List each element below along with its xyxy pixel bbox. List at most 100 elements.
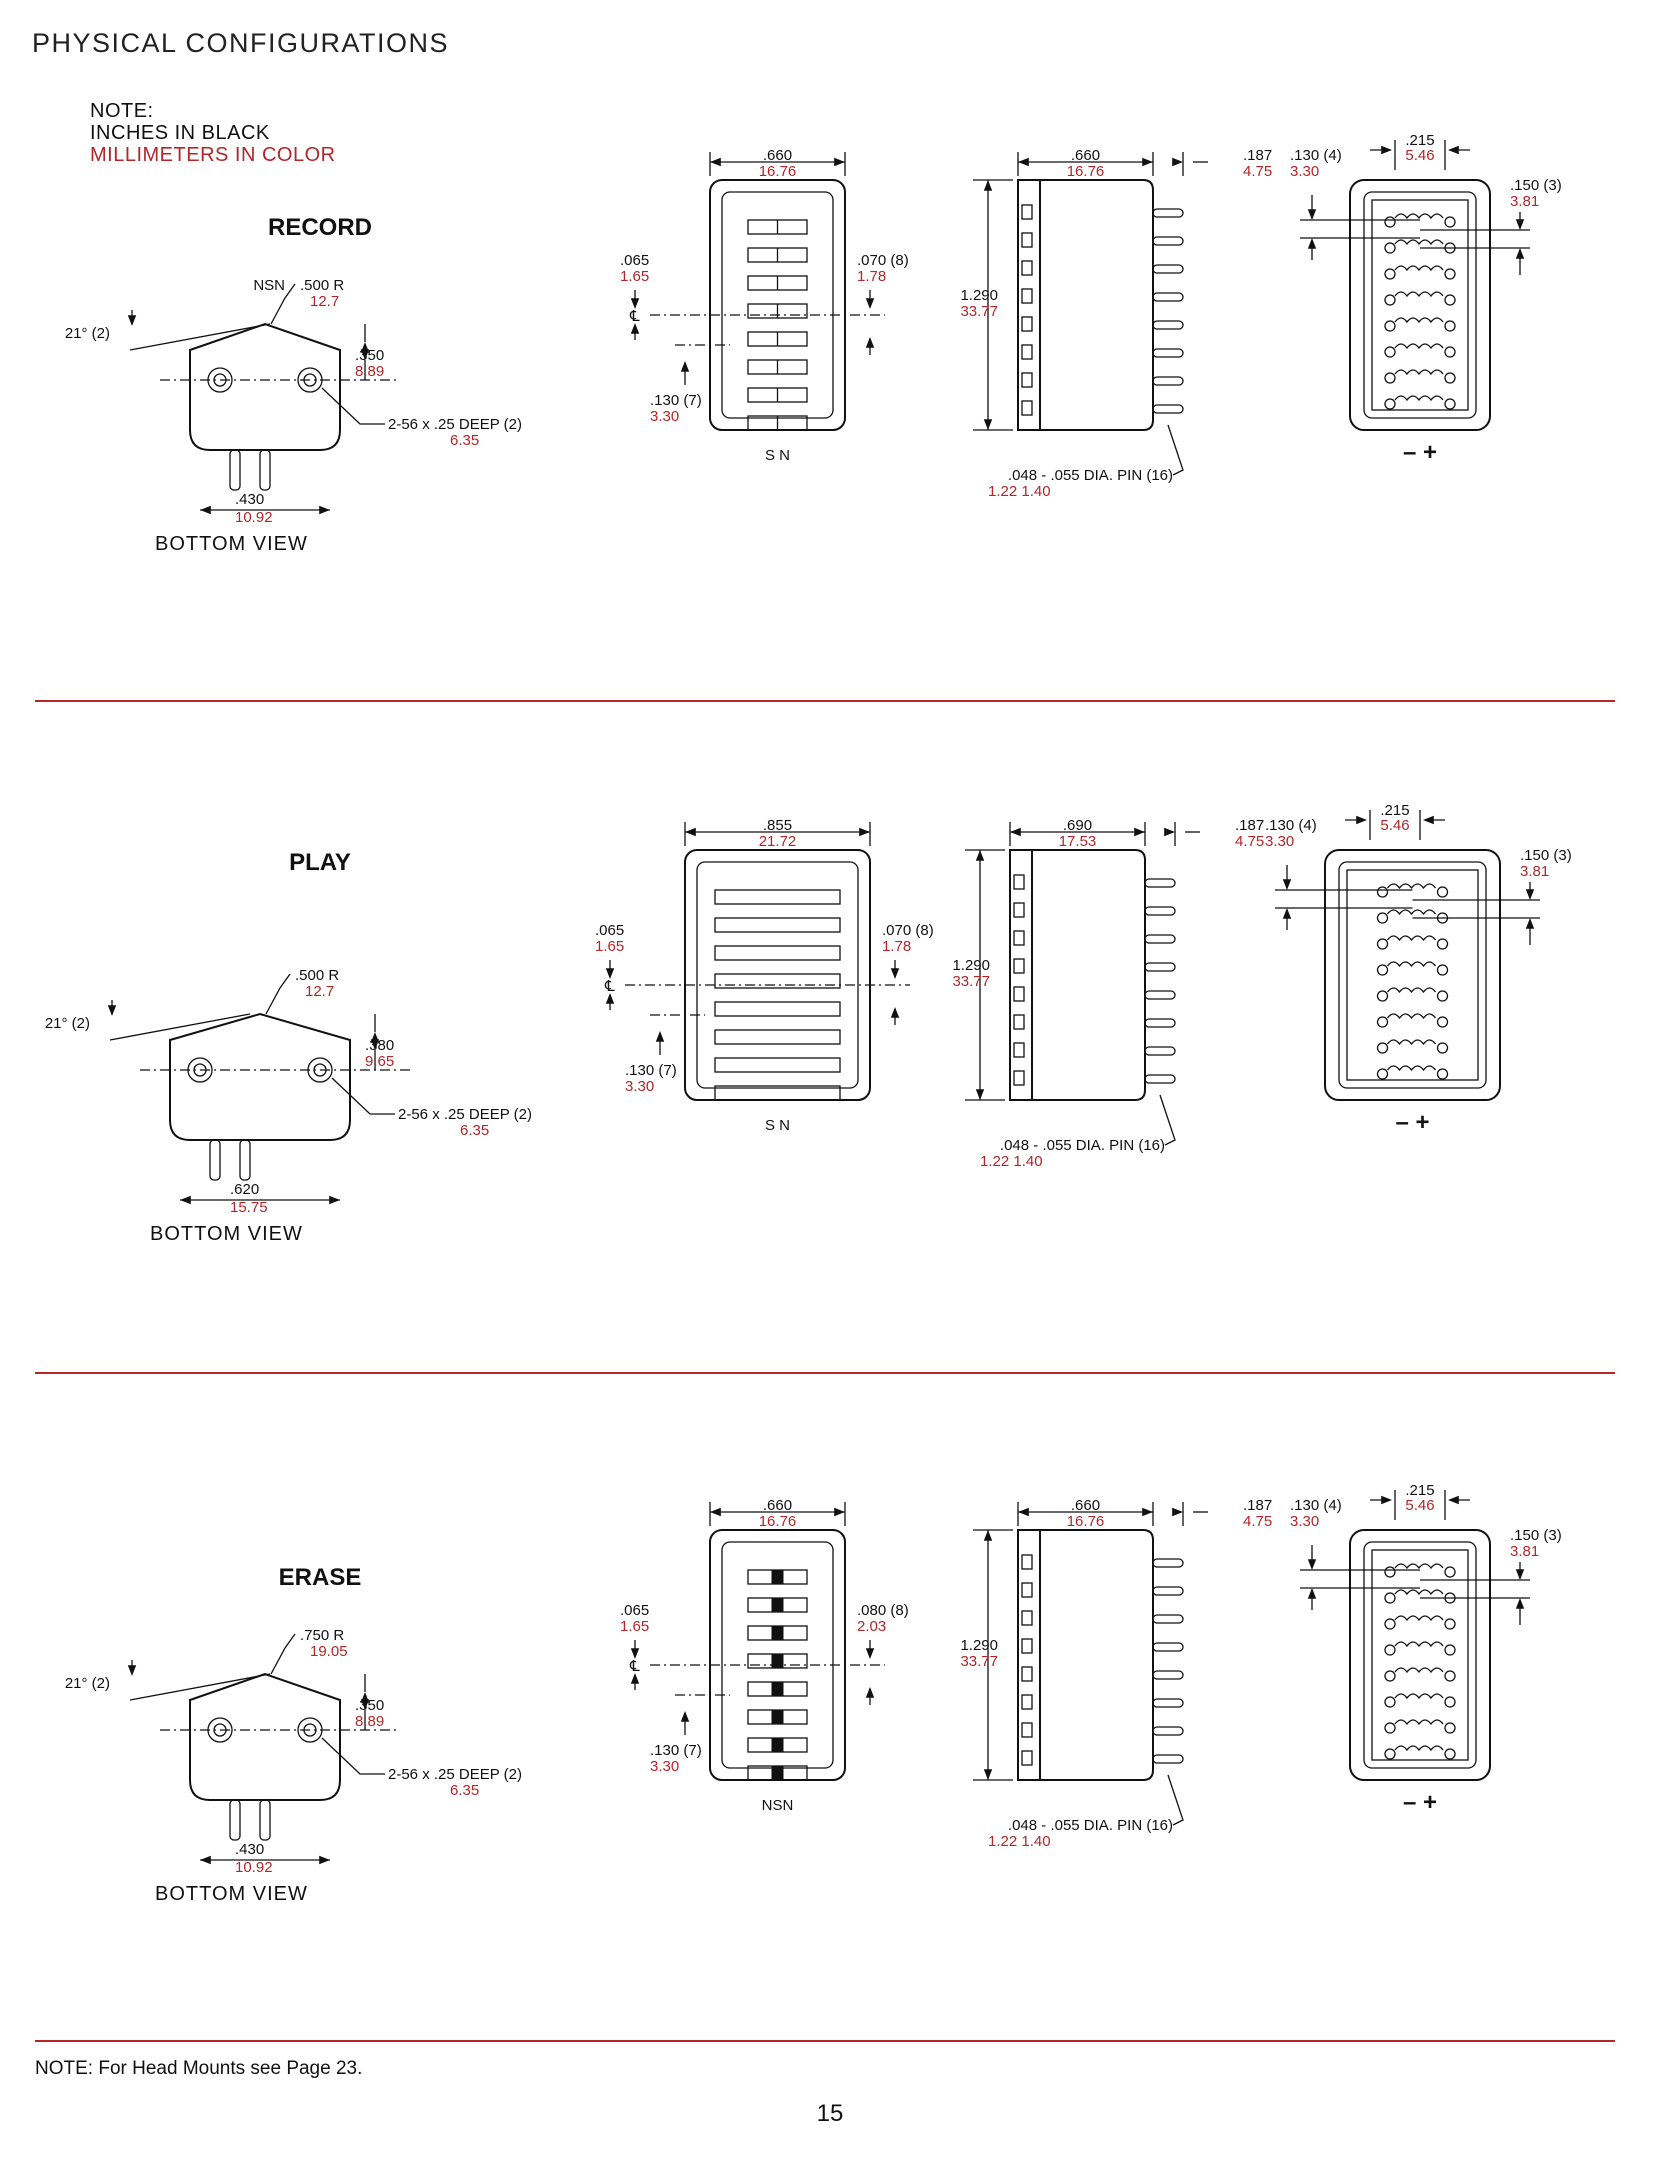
bottom-inches: .130 (7) [650, 1742, 702, 1759]
arrowhead [1018, 157, 1029, 167]
rear-a-mm: 3.30 [1290, 1513, 1319, 1530]
arrowhead [1172, 1507, 1183, 1517]
connector-pin [229, 1799, 241, 1841]
radius-mm: 12.7 [305, 983, 334, 1000]
coil-winding [1394, 343, 1444, 350]
coil-winding [1394, 395, 1444, 402]
arrowhead [1172, 157, 1183, 167]
arrowhead [605, 993, 615, 1004]
arrowhead [983, 1769, 993, 1780]
coil-winding [1394, 1589, 1444, 1596]
side-pin [1152, 264, 1184, 274]
side-pin [1144, 990, 1176, 1000]
left-mm: 1.65 [620, 1618, 649, 1635]
arrowhead [319, 1855, 330, 1865]
terminal [1384, 1748, 1396, 1760]
terminal [1384, 372, 1396, 384]
rear-inner [1338, 861, 1487, 1089]
terminal [1384, 268, 1396, 280]
coil-winding [1394, 1641, 1444, 1648]
connector-pin [239, 1139, 251, 1181]
angle-line [129, 323, 271, 351]
coil-winding [1386, 1039, 1437, 1046]
coil-winding [1386, 1013, 1437, 1020]
side-slot [1013, 1042, 1025, 1058]
arrowhead [975, 1089, 985, 1100]
terminal [1436, 990, 1449, 1002]
bottom-view-label: BOTTOM VIEW [155, 533, 308, 555]
radius-mm: 12.7 [310, 293, 339, 310]
arrowhead [865, 1648, 875, 1659]
side-slot [1021, 260, 1033, 276]
erase-gap [771, 1766, 784, 1780]
terminal [1376, 912, 1389, 924]
coil-winding [1394, 1745, 1444, 1752]
arrowhead [1515, 1598, 1525, 1609]
side-slot [1021, 1638, 1033, 1654]
height-mm: 8.89 [355, 363, 384, 380]
side-width-mm: 16.76 [1067, 1513, 1105, 1530]
side-slot [1013, 1070, 1025, 1086]
coil-winding [1394, 317, 1444, 324]
rear-c-inches: .150 (3) [1510, 1527, 1562, 1544]
erase-gap [771, 1710, 784, 1724]
divider-rule [35, 1372, 1615, 1374]
note-label: NOTE: [90, 100, 154, 122]
erase-gap [771, 1570, 784, 1584]
terminal [1444, 268, 1456, 280]
side-pin [1152, 1642, 1184, 1652]
side-slot [1021, 1610, 1033, 1626]
terminal [1384, 1592, 1396, 1604]
side-slot [1013, 930, 1025, 946]
height-mm: 8.89 [355, 1713, 384, 1730]
side-slot [1021, 316, 1033, 332]
erase-gap [771, 1598, 784, 1612]
arrowhead [1448, 145, 1459, 155]
right-inches: .070 (8) [857, 252, 909, 269]
terminal [1384, 1722, 1396, 1734]
radius-inches: .750 R [300, 1627, 344, 1644]
height-mm: 33.77 [960, 1653, 998, 1670]
front-width-mm: 16.76 [759, 163, 797, 180]
side-pin [1144, 906, 1176, 916]
centerline-symbol: ℄ [629, 308, 640, 325]
coil-winding [1394, 1719, 1444, 1726]
left-inches: .065 [620, 1602, 649, 1619]
coil-winding [1394, 1667, 1444, 1674]
arrowhead [983, 419, 993, 430]
tap-leader [321, 387, 385, 425]
coil-winding [1394, 239, 1444, 246]
arrowhead [975, 850, 985, 861]
case-outline [684, 849, 871, 1101]
track-slot [714, 945, 841, 961]
coil-winding [1386, 961, 1437, 968]
side-pin [1144, 878, 1176, 888]
terminal [1444, 1748, 1456, 1760]
bottom-mm: 3.30 [625, 1078, 654, 1095]
rear-terminal-block [1371, 1549, 1469, 1761]
arrowhead [1515, 1569, 1525, 1580]
erase-gap [771, 1654, 784, 1668]
tap-leader [321, 1737, 385, 1775]
terminal [1376, 964, 1389, 976]
left-mm: 1.65 [620, 268, 649, 285]
side-width-mm: 17.53 [1059, 833, 1097, 850]
pin-diameter-inches: .048 - .055 DIA. PIN (16) [1008, 1817, 1173, 1834]
divider-rule [35, 700, 1615, 702]
terminal [1436, 1042, 1449, 1054]
coil-winding [1394, 369, 1444, 376]
arrowhead [859, 827, 870, 837]
left-inches: .065 [595, 922, 624, 939]
arrowhead [983, 1530, 993, 1541]
pin-leader [1159, 1094, 1176, 1146]
side-slot [1013, 986, 1025, 1002]
terminal [1436, 1016, 1449, 1028]
terminal [1444, 294, 1456, 306]
terminal [1376, 1042, 1389, 1054]
polarity-label: – + [1395, 1109, 1429, 1136]
terminal [1384, 294, 1396, 306]
